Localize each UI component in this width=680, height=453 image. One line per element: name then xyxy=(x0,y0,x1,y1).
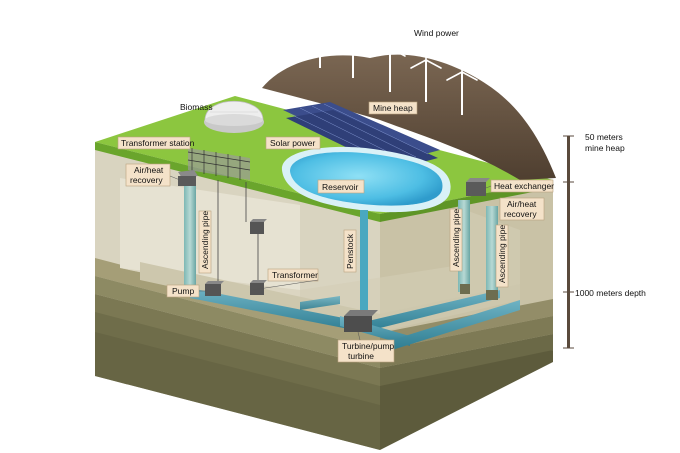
label-ascending-pipe-right-2: Ascending pipe xyxy=(497,225,507,283)
biomass-plant xyxy=(204,101,264,133)
wind-turbine-icon xyxy=(446,53,478,115)
label-turbine-pump-line2: turbine xyxy=(348,351,374,361)
wind-turbines xyxy=(304,11,478,115)
label-box-turbine-pump xyxy=(337,339,395,363)
wind-turbine-icon xyxy=(337,19,369,78)
label-box-reservoir xyxy=(317,179,365,194)
label-air-heat-right-line1: Air/heat xyxy=(507,199,537,209)
pump-unit xyxy=(205,281,224,296)
label-transformer: Transformer xyxy=(272,270,318,280)
shaft-base-right xyxy=(486,290,498,300)
label-reservoir: Reservoir xyxy=(322,182,359,192)
wind-turbine-icon xyxy=(304,11,336,68)
wind-turbine-icon xyxy=(410,41,442,102)
mine-heap xyxy=(262,54,556,180)
label-box-transformer xyxy=(267,268,319,282)
label-box-ascending-pipe-left xyxy=(198,210,212,274)
shaft-base-left xyxy=(460,284,470,294)
label-box-solar-power xyxy=(265,136,321,150)
label-air-heat-right-line2: recovery xyxy=(504,209,537,219)
label-box-transformer-station xyxy=(117,136,191,150)
label-ascending-pipe-left: Ascending pipe xyxy=(200,211,210,269)
label-wind-power: Wind power xyxy=(414,28,459,38)
label-pump: Pump xyxy=(172,286,194,296)
equipment xyxy=(178,170,498,332)
transformer-station xyxy=(187,148,251,180)
labels: Wind power Mine heap Biomass Transformer… xyxy=(117,28,554,363)
scale-depth-label: 1000 meters depth xyxy=(575,288,646,298)
label-box-ascending-pipe-right-1 xyxy=(449,208,463,272)
tunnels xyxy=(190,288,520,350)
leader-lines xyxy=(169,175,492,341)
label-box-air-heat-right xyxy=(499,197,545,221)
scale-top-label-line1: 50 meters xyxy=(585,132,623,142)
label-box-penstock xyxy=(343,229,357,273)
label-box-mine-heap xyxy=(368,101,418,115)
label-penstock: Penstock xyxy=(345,233,355,269)
heat-exchanger-unit xyxy=(466,178,490,196)
scale-top-label-line2: mine heap xyxy=(585,143,625,153)
label-air-heat-left-line1: Air/heat xyxy=(134,165,164,175)
label-ascending-pipe-right-1: Ascending pipe xyxy=(451,209,461,267)
label-mine-heap: Mine heap xyxy=(373,103,413,113)
turbine-pump-unit xyxy=(344,310,378,332)
label-air-heat-left-line2: recovery xyxy=(130,175,163,185)
label-box-ascending-pipe-right-2 xyxy=(495,224,509,288)
label-box-air-heat-left xyxy=(125,163,171,187)
wind-turbine-icon xyxy=(374,29,406,92)
label-transformer-station: Transformer station xyxy=(121,138,195,148)
label-heat-exchanger: Heat exchanger xyxy=(494,181,554,191)
label-solar-power: Solar power xyxy=(270,138,316,148)
label-biomass: Biomass xyxy=(180,102,213,112)
air-heat-recovery-unit-left xyxy=(178,170,198,186)
depth-scale: 50 meters mine heap 1000 meters depth xyxy=(563,132,646,349)
label-turbine-pump-line1: Turbine/pump xyxy=(342,341,394,351)
transformer-unit-upper xyxy=(250,219,267,234)
